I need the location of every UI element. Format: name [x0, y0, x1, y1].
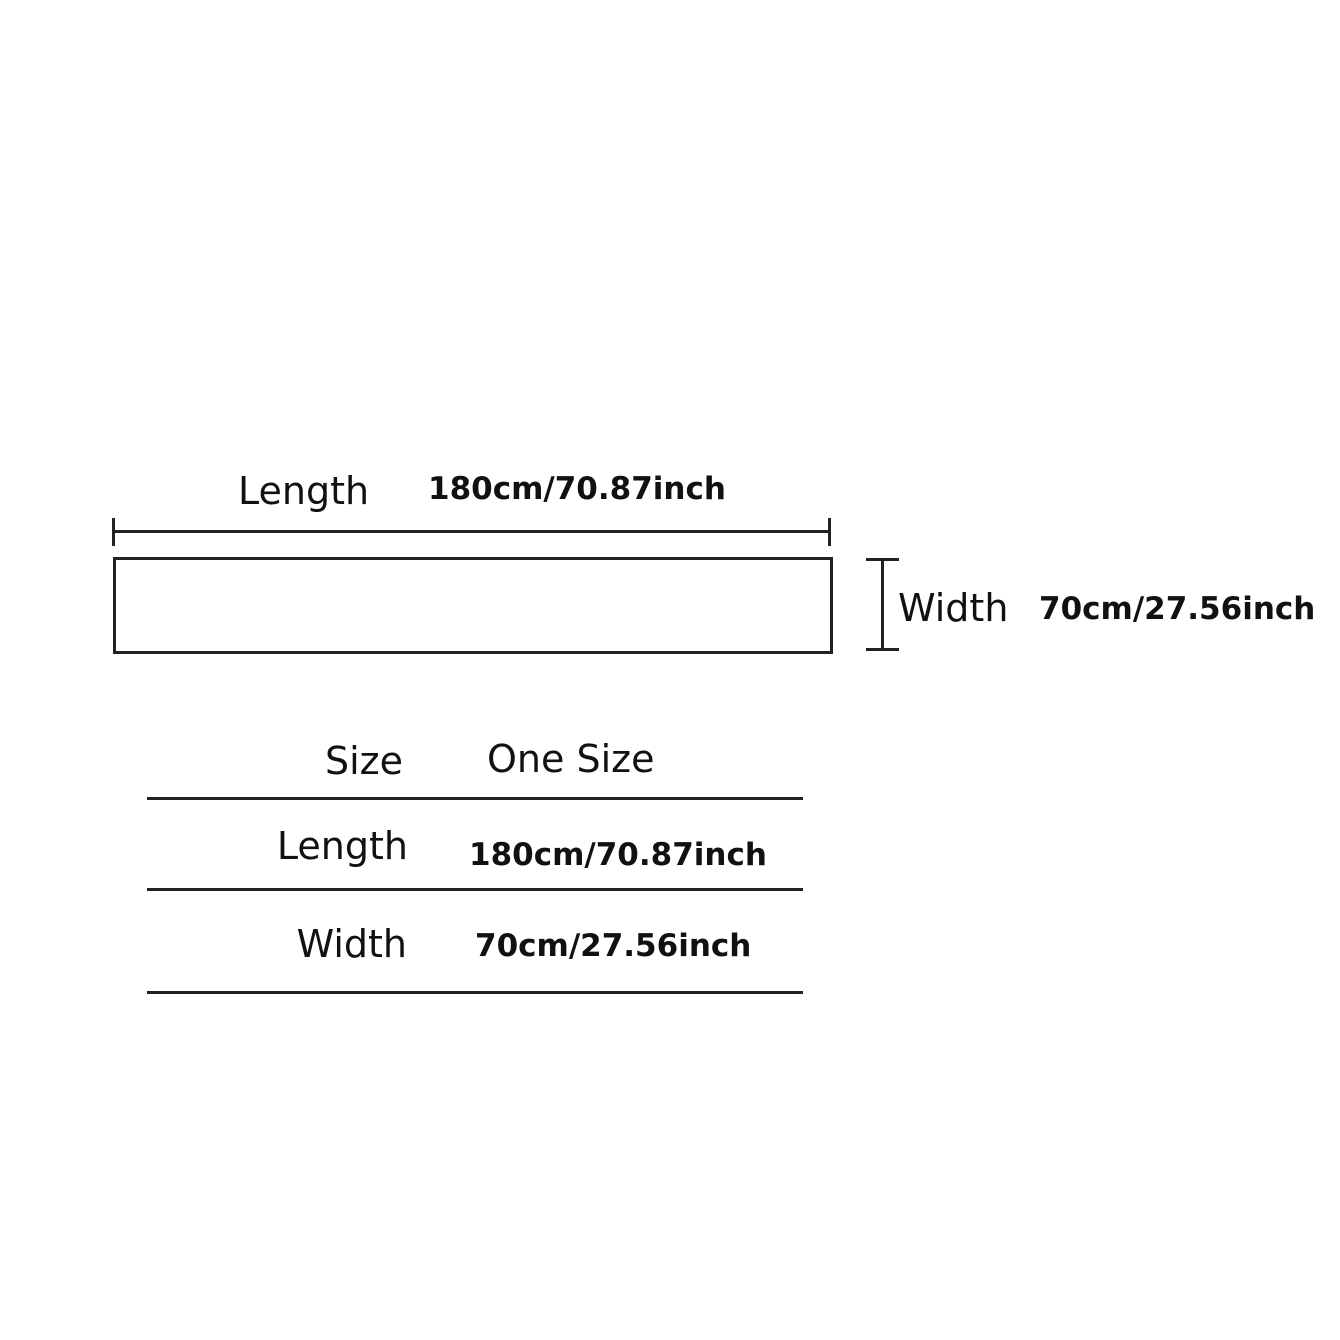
width-dimension-value: 70cm/27.56inch — [1039, 591, 1316, 627]
length-dimension-line — [113, 530, 831, 533]
length-dimension-tick-left — [112, 518, 115, 546]
length-row-label: Length — [276, 824, 408, 868]
width-row-label: Width — [296, 922, 407, 966]
width-dimension-line — [881, 559, 884, 651]
width-dimension-label: Width — [898, 586, 1009, 630]
length-dimension-value: 180cm/70.87inch — [428, 471, 726, 507]
width-dimension-tick-bottom — [866, 648, 899, 651]
product-outline — [113, 557, 833, 654]
table-rule — [147, 888, 803, 891]
table-rule — [147, 991, 803, 994]
width-dimension-tick-top — [866, 558, 899, 561]
size-header-label: Size — [324, 739, 403, 783]
width-row-value: 70cm/27.56inch — [475, 928, 752, 964]
length-dimension-label: Length — [238, 469, 370, 513]
table-rule — [147, 797, 803, 800]
size-header-value: One Size — [487, 737, 655, 781]
length-row-value: 180cm/70.87inch — [469, 837, 767, 873]
length-dimension-tick-right — [828, 518, 831, 546]
